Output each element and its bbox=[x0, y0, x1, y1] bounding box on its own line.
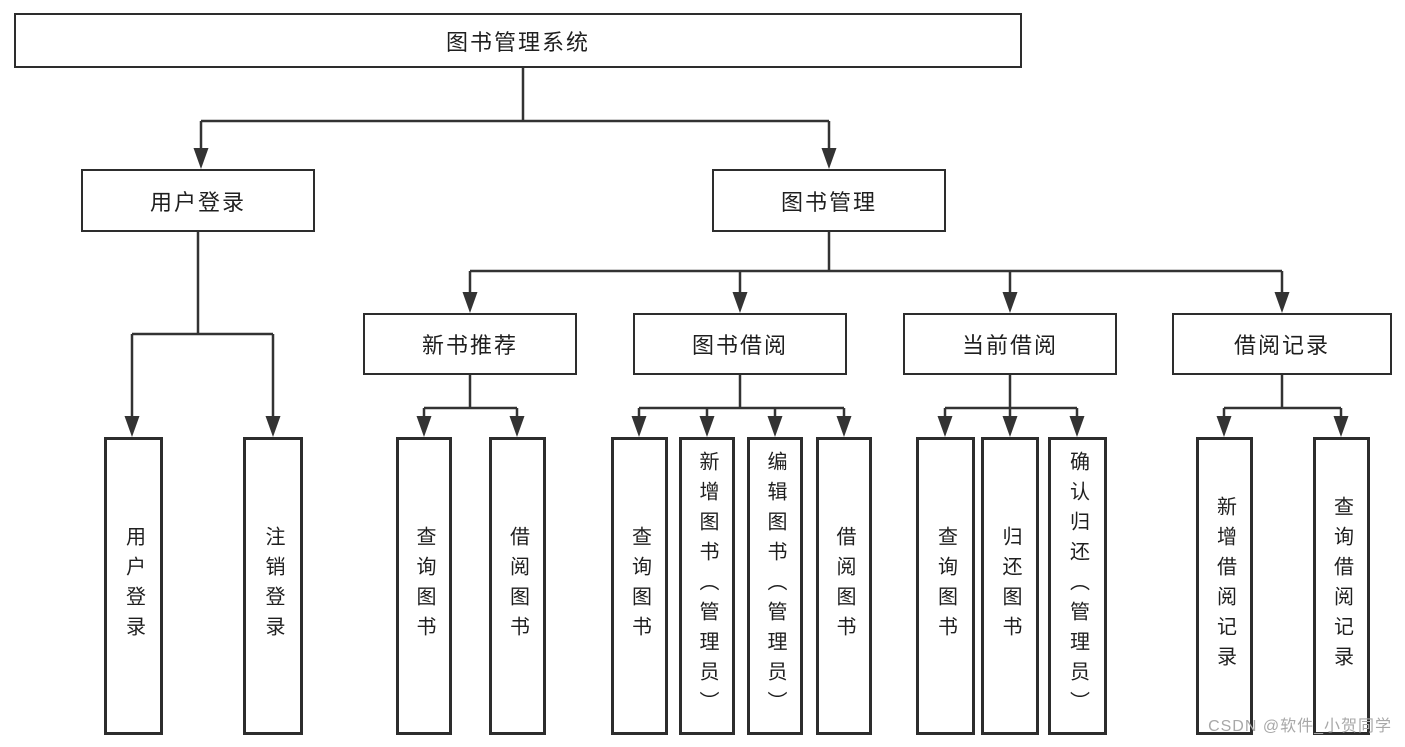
leaf-label: 用户登录 bbox=[122, 526, 145, 646]
leaf-borrow-borrow-books: 借阅图书 bbox=[816, 437, 872, 735]
leaf-label: 借阅图书 bbox=[506, 526, 529, 646]
leaf-recommend-borrow-books: 借阅图书 bbox=[489, 437, 546, 735]
connector-root-to-level2 bbox=[199, 68, 831, 151]
node-borrowing-records: 借阅记录 bbox=[1172, 313, 1392, 375]
leaf-current-return-books: 归还图书 bbox=[981, 437, 1039, 735]
leaf-borrow-add-books-admin: 新增图书（管理员） bbox=[679, 437, 735, 735]
leaf-borrow-query-books: 查询图书 bbox=[611, 437, 668, 735]
node-book-borrowing: 图书借阅 bbox=[633, 313, 847, 375]
csdn-watermark: CSDN @软件_小贺同学 bbox=[1208, 718, 1392, 735]
node-library-management-system: 图书管理系统 bbox=[14, 13, 1022, 68]
leaf-login-user-login: 用户登录 bbox=[104, 437, 163, 735]
leaf-label: 查询图书 bbox=[934, 526, 957, 646]
leaf-label: 查询借阅记录 bbox=[1330, 496, 1353, 676]
connector-borrow-to-leaves bbox=[637, 375, 846, 419]
leaf-records-add-record: 新增借阅记录 bbox=[1196, 437, 1253, 735]
leaf-label: 确认归还（管理员） bbox=[1066, 451, 1089, 721]
leaf-label: 新增借阅记录 bbox=[1213, 496, 1236, 676]
leaf-label: 查询图书 bbox=[628, 526, 651, 646]
connector-current-to-leaves bbox=[943, 375, 1079, 419]
leaf-label: 归还图书 bbox=[999, 526, 1021, 646]
leaf-login-logout: 注销登录 bbox=[243, 437, 303, 735]
node-current-borrowing: 当前借阅 bbox=[903, 313, 1117, 375]
node-new-book-recommendation: 新书推荐 bbox=[363, 313, 577, 375]
node-user-login: 用户登录 bbox=[81, 169, 315, 232]
node-book-management: 图书管理 bbox=[712, 169, 946, 232]
leaf-current-confirm-return-admin: 确认归还（管理员） bbox=[1048, 437, 1107, 735]
leaf-label: 查询图书 bbox=[413, 526, 435, 646]
leaf-label: 编辑图书（管理员） bbox=[764, 451, 786, 721]
leaf-borrow-edit-books-admin: 编辑图书（管理员） bbox=[747, 437, 803, 735]
connector-manage-to-level3 bbox=[468, 232, 1284, 295]
leaf-records-query-record: 查询借阅记录 bbox=[1313, 437, 1370, 735]
leaf-recommend-query-books: 查询图书 bbox=[396, 437, 452, 735]
leaf-current-query-books: 查询图书 bbox=[916, 437, 975, 735]
leaf-label: 新增图书（管理员） bbox=[696, 451, 718, 721]
leaf-label: 注销登录 bbox=[262, 526, 284, 646]
leaf-label: 借阅图书 bbox=[833, 526, 855, 646]
connector-login-to-leaves bbox=[130, 232, 275, 419]
connector-recommend-to-leaves bbox=[422, 375, 519, 419]
connector-records-to-leaves bbox=[1222, 375, 1343, 419]
